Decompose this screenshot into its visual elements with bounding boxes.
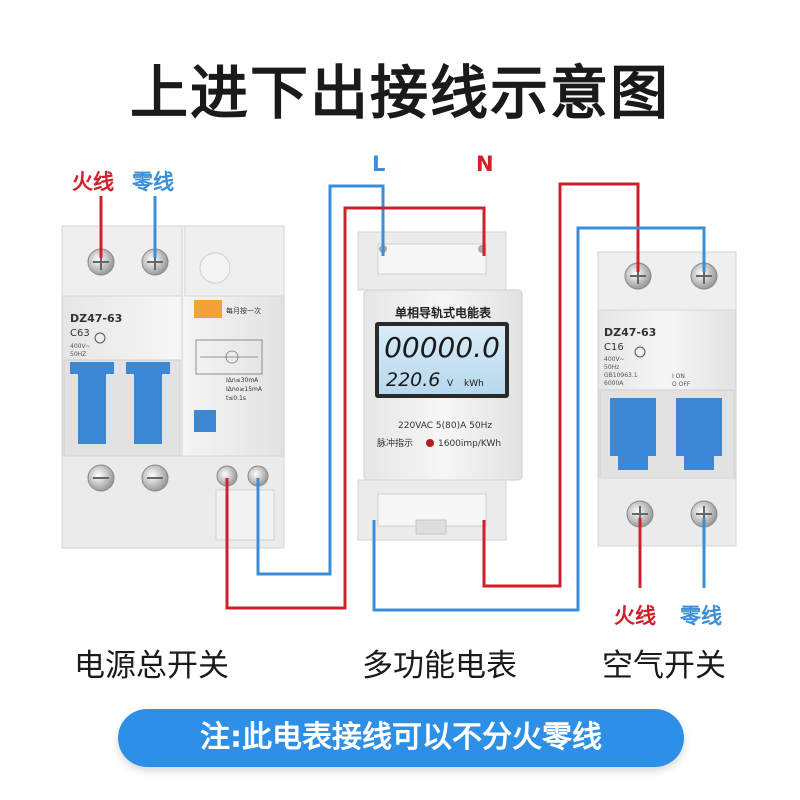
right-neutral-label: 零线	[680, 604, 722, 628]
svg-text:C63: C63	[70, 328, 90, 339]
left-live-label: 火线	[72, 170, 114, 194]
breaker-handle[interactable]	[126, 362, 170, 444]
svg-text:C16: C16	[604, 342, 624, 353]
meter-rating: 220VAC 5(80)A 50Hz	[398, 421, 492, 431]
neutral-wire-to-air-switch	[372, 226, 706, 612]
svg-text:400V~: 400V~	[604, 356, 625, 363]
energy-reading: 00000.0	[384, 331, 500, 364]
air-switch-breaker: DZ47-63 C16 400V~ 50Hz GB10963.1 6000A I…	[597, 251, 737, 547]
svg-text:I ON: I ON	[672, 373, 685, 380]
svg-text:DZ47-63: DZ47-63	[604, 326, 656, 339]
svg-text:GB10963.1: GB10963.1	[604, 372, 638, 379]
svg-text:V: V	[447, 379, 454, 389]
svg-text:kWh: kWh	[464, 379, 484, 389]
pulse-indicator-icon	[426, 439, 434, 447]
page-title: 上进下出接线示意图	[129, 59, 670, 127]
svg-text:IΔn≤30mA: IΔn≤30mA	[226, 377, 259, 384]
left-neutral-label: 零线	[132, 170, 174, 194]
air-switch-caption: 空气开关	[602, 648, 726, 684]
meter-n-label: N	[476, 152, 494, 176]
right-live-label: 火线	[614, 604, 656, 628]
svg-text:O OFF: O OFF	[672, 381, 691, 388]
voltage-reading: 220.6	[386, 369, 440, 391]
breaker-handle[interactable]	[676, 398, 722, 470]
breaker-handle[interactable]	[610, 398, 656, 470]
svg-text:50HZ: 50HZ	[70, 351, 86, 358]
svg-text:6000A: 6000A	[604, 380, 624, 387]
left-model-text: DZ47-63	[70, 312, 122, 325]
main-switch-caption: 电源总开关	[74, 648, 229, 684]
test-button[interactable]	[194, 300, 222, 318]
svg-text:1600imp/KWh: 1600imp/KWh	[438, 439, 501, 449]
neutral-wire-to-meter-L	[256, 184, 385, 576]
svg-text:400V~: 400V~	[70, 343, 91, 350]
live-wire-to-air-switch	[482, 182, 640, 588]
main-switch-breaker: DZ47-63 C63 400V~ 50HZ 每月按一次 IΔn≤30mA IΔ…	[61, 225, 285, 549]
meter-caption: 多功能电表	[362, 648, 517, 684]
svg-text:t≤0.1s: t≤0.1s	[226, 395, 246, 402]
lcd-display	[379, 326, 505, 394]
meter-l-label: L	[372, 152, 386, 176]
breaker-handle[interactable]	[70, 362, 114, 444]
note-banner: 注:此电表接线可以不分火零线	[118, 709, 684, 767]
energy-meter: 单相导轨式电能表 00000.0 220.6 V kWh 220VAC 5(80…	[357, 231, 523, 541]
meter-name: 单相导轨式电能表	[395, 305, 492, 320]
live-wire-to-meter-N	[225, 206, 486, 610]
svg-text:脉冲指示: 脉冲指示	[377, 437, 413, 449]
svg-text:50Hz: 50Hz	[604, 364, 619, 371]
svg-text:IΔno≥15mA: IΔno≥15mA	[226, 386, 263, 393]
svg-text:每月按一次: 每月按一次	[226, 306, 261, 315]
